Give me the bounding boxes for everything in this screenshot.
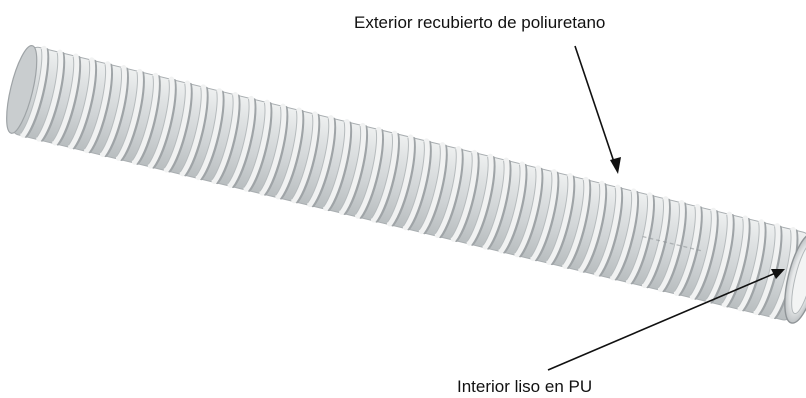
rib-edge (418, 145, 441, 231)
hose-print-marking (642, 235, 701, 252)
rib (610, 188, 638, 281)
rib (514, 165, 542, 258)
rib-edge (291, 114, 314, 200)
rib (227, 95, 255, 188)
rib-edge (753, 226, 776, 312)
rib (195, 88, 223, 181)
rib-edge (387, 137, 409, 223)
rib-edge (626, 195, 649, 281)
rib-edge (355, 129, 378, 215)
interior-leader-line (547, 271, 779, 371)
rib-edge (20, 48, 43, 134)
rib (641, 196, 669, 289)
rib-edge (769, 230, 792, 316)
rib-edge (578, 183, 601, 269)
rib (307, 115, 335, 208)
rib (243, 99, 271, 192)
rib-edge (275, 110, 298, 196)
rib (163, 80, 191, 173)
rib (259, 103, 287, 196)
rib (705, 211, 733, 304)
rib (99, 65, 128, 158)
rib (466, 153, 494, 246)
rib-edge (259, 106, 282, 192)
rib-edge (84, 64, 107, 150)
rib-edge (339, 125, 362, 211)
rib-edge (482, 160, 505, 246)
rib-edge (307, 118, 330, 204)
rib-edge (450, 152, 473, 238)
rib-edge (147, 79, 170, 165)
rib (370, 130, 398, 223)
exterior-arrowhead (610, 157, 621, 174)
rib (594, 184, 622, 277)
rib (626, 192, 654, 285)
interior-label: Interior liso en PU (457, 377, 592, 396)
rib (147, 76, 175, 169)
rib (434, 146, 462, 239)
rib-edge (195, 91, 218, 177)
rib-edge (371, 133, 394, 219)
rib-edge (610, 191, 633, 277)
rib (211, 92, 239, 185)
exterior-label: Exterior recubierto de poliuretano (354, 13, 605, 32)
rib (721, 215, 749, 308)
rib (84, 61, 112, 154)
rib (657, 200, 685, 293)
rib (689, 207, 717, 300)
rib (562, 176, 590, 269)
rib-edge (530, 172, 553, 258)
rib-edge (323, 122, 346, 208)
rib (418, 142, 446, 235)
rib-edge (211, 95, 234, 181)
interior-arrowhead (771, 269, 785, 279)
rib (323, 119, 351, 212)
rib (386, 134, 414, 227)
rib-edge (514, 168, 537, 254)
rib-edge (163, 83, 186, 169)
rib-edge (132, 75, 154, 161)
rib-edge (721, 218, 744, 304)
rib-edge (562, 179, 585, 265)
rib (20, 45, 48, 138)
rib-edge (546, 176, 569, 262)
rib-edge (434, 149, 457, 235)
rib-edge (705, 214, 728, 300)
rib (275, 107, 303, 200)
rib-edge (116, 71, 138, 157)
rib-edge (36, 52, 59, 138)
rib (339, 122, 367, 215)
rib (402, 138, 430, 231)
rib-edge (179, 87, 202, 173)
rib (737, 219, 765, 312)
hose (6, 45, 806, 324)
rib-edge (689, 210, 712, 296)
inner-smooth-bore (791, 242, 806, 315)
rib (673, 203, 701, 296)
rib (578, 180, 606, 273)
rib (68, 57, 96, 150)
rib (482, 157, 510, 250)
rib-edge (52, 56, 75, 142)
rib-edge (594, 187, 617, 273)
rib-edge (68, 60, 91, 146)
rib-edge (466, 156, 489, 242)
rib (530, 169, 558, 262)
rib-edge (642, 199, 664, 285)
rib (498, 161, 526, 254)
rib (131, 72, 159, 165)
exterior-leader-line (574, 45, 617, 169)
rib (355, 126, 383, 219)
rib-edge (737, 222, 760, 308)
rib (52, 53, 80, 146)
rib-edge (227, 98, 250, 184)
rib (179, 84, 207, 177)
rib (36, 49, 64, 142)
rib (115, 68, 143, 161)
rib-edge (100, 68, 123, 154)
